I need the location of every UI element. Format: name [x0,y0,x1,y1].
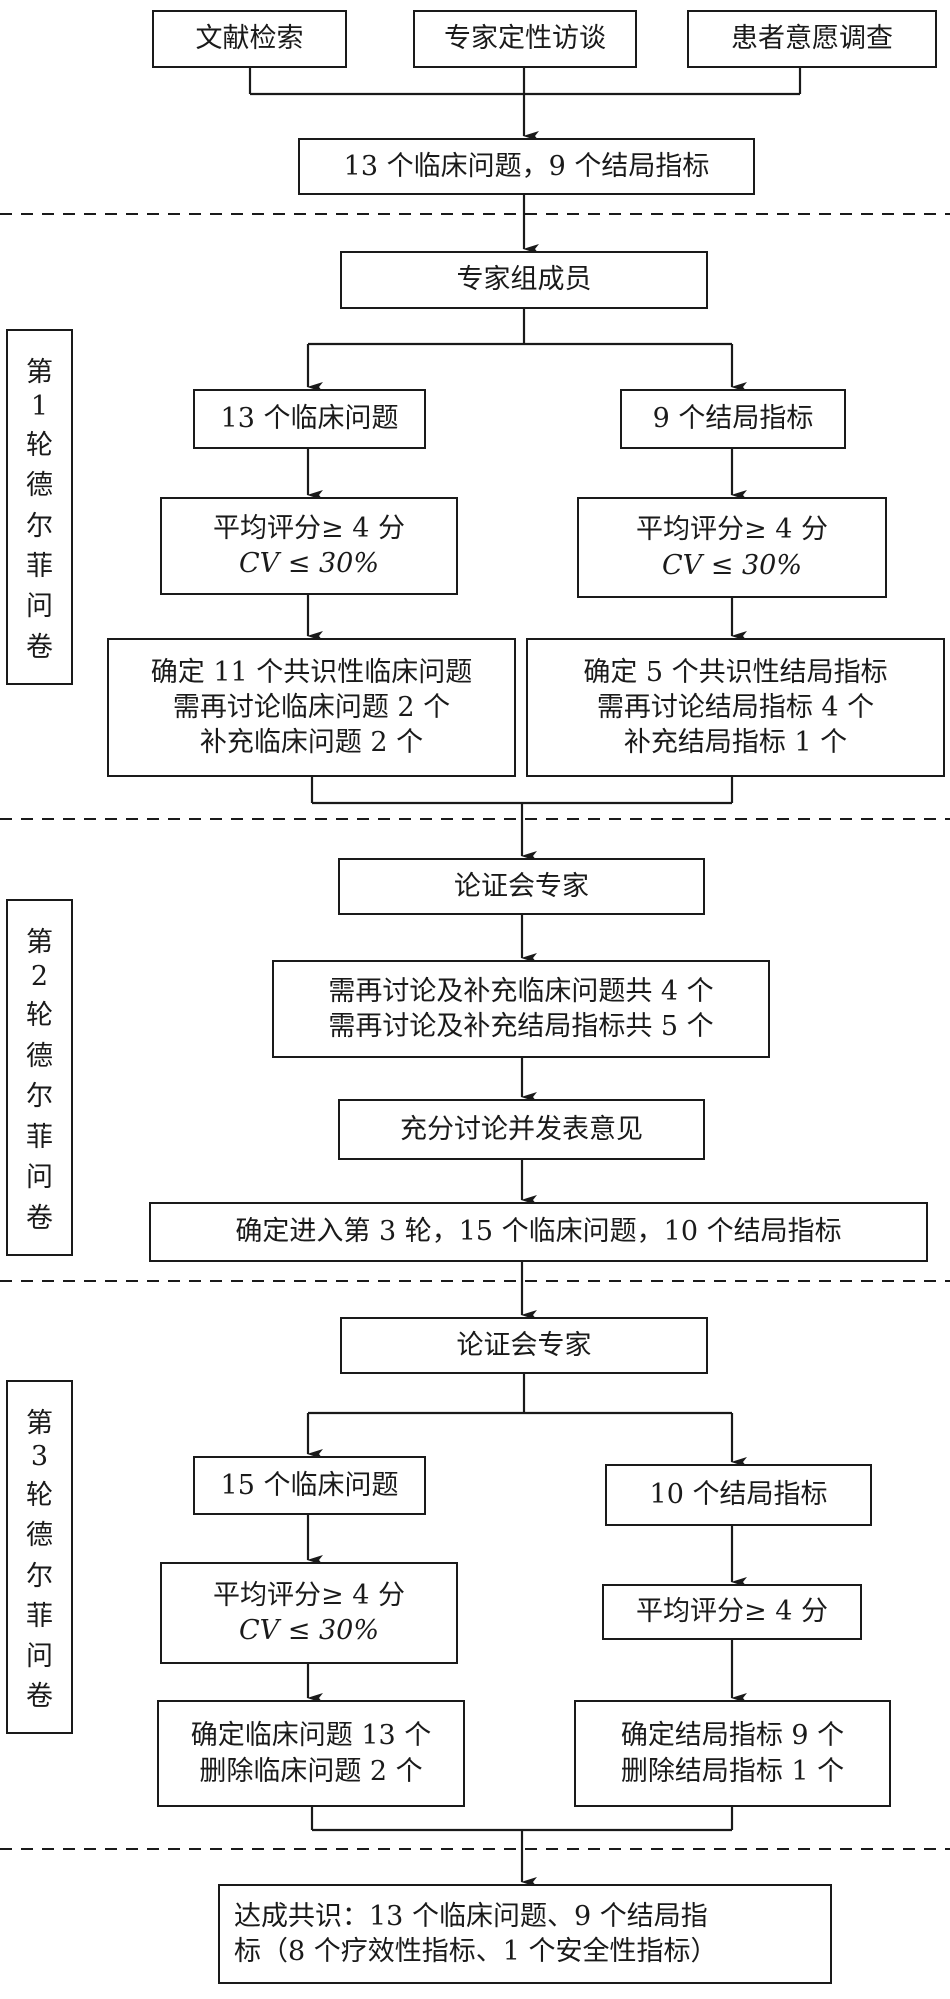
label-char: 轮 [26,1480,53,1512]
criteria-line: 平均评分≥ 4 分 [636,514,828,546]
round3-label: 第 3 轮 德 尔 菲 问 卷 [6,1380,73,1734]
round3-clinical-criteria-box: 平均评分≥ 4 分 CV ≤ 30% [160,1562,458,1664]
label-char: 3 [30,1441,49,1473]
round2-experts-box: 论证会专家 [338,858,705,915]
label-char: 轮 [26,429,53,461]
round3-outcome-items-box: 10 个结局指标 [605,1464,872,1526]
label-char: 菲 [26,550,53,582]
label-char: 第 [26,927,53,959]
round2-result-box: 确定进入第 3 轮，15 个临床问题，10 个结局指标 [149,1202,928,1262]
box-text: 专家组成员 [456,264,592,296]
source-patient-survey-box: 患者意愿调查 [687,10,937,68]
round1-clinical-criteria-box: 平均评分≥ 4 分 CV ≤ 30% [160,497,458,595]
label-char: 尔 [26,1081,53,1113]
box-text: 13 个临床问题 [220,403,399,435]
final-consensus-box: 达成共识：13 个临床问题、9 个结局指 标（8 个疗效性指标、1 个安全性指标… [218,1884,832,1984]
result-line: 确定临床问题 13 个 [190,1720,432,1752]
label-char: 轮 [26,1000,53,1032]
label-char: 问 [26,1162,53,1194]
box-text: 确定进入第 3 轮，15 个临床问题，10 个结局指标 [235,1216,842,1248]
box-text: 论证会专家 [454,870,589,902]
box-text: 9 个结局指标 [652,403,814,435]
label-char: 卷 [26,631,53,663]
round1-outcome-result-box: 确定 5 个共识性结局指标 需再讨论结局指标 4 个 补充结局指标 1 个 [526,638,945,777]
box-text: 13 个临床问题，9 个结局指标 [343,150,710,182]
final-line: 达成共识：13 个临床问题、9 个结局指 [234,1900,708,1932]
label-char: 菲 [26,1121,53,1153]
round3-experts-box: 论证会专家 [340,1317,708,1374]
box-text: 充分讨论并发表意见 [400,1113,643,1145]
round1-clinical-items-box: 13 个临床问题 [193,389,426,449]
label-char: 德 [26,470,53,502]
result-line: 确定 5 个共识性结局指标 [583,656,888,688]
round2-label: 第 2 轮 德 尔 菲 问 卷 [6,899,73,1256]
initial-pool-box: 13 个临床问题，9 个结局指标 [298,138,755,195]
round1-outcome-items-box: 9 个结局指标 [620,389,846,449]
round3-outcome-result-box: 确定结局指标 9 个 删除结局指标 1 个 [574,1700,891,1807]
label-char: 第 [26,1408,53,1440]
round3-clinical-result-box: 确定临床问题 13 个 删除临床问题 2 个 [157,1700,465,1807]
label-char: 第 [26,357,53,389]
round1-clinical-result-box: 确定 11 个共识性临床问题 需再讨论临床问题 2 个 补充临床问题 2 个 [107,638,516,777]
label-char: 2 [30,960,49,992]
source-literature-box: 文献检索 [152,10,347,68]
round2-pending-box: 需再讨论及补充临床问题共 4 个 需再讨论及补充结局指标共 5 个 [272,960,770,1058]
box-text: 论证会专家 [456,1329,592,1361]
label-char: 1 [30,390,49,422]
label-char: 尔 [26,1560,53,1592]
source-expert-interview-box: 专家定性访谈 [413,10,637,68]
label-char: 菲 [26,1600,53,1632]
round3-clinical-items-box: 15 个临床问题 [193,1456,426,1515]
final-line: 标（8 个疗效性指标、1 个安全性指标） [234,1936,718,1967]
criteria-line: 平均评分≥ 4 分 [213,1579,405,1611]
result-line: 确定结局指标 9 个 [620,1720,845,1752]
round1-outcome-criteria-box: 平均评分≥ 4 分 CV ≤ 30% [577,497,887,598]
result-line: 确定 11 个共识性临床问题 [150,656,473,688]
criteria-line: 平均评分≥ 4 分 [213,512,405,544]
box-text: 专家定性访谈 [444,23,606,55]
result-line: 需再讨论临床问题 2 个 [172,691,451,723]
pending-line: 需再讨论及补充临床问题共 4 个 [328,975,714,1007]
round2-discussion-box: 充分讨论并发表意见 [338,1099,705,1160]
box-text: 患者意愿调查 [731,23,893,55]
label-char: 问 [26,591,53,623]
label-char: 卷 [26,1680,53,1712]
box-text: 10 个结局指标 [649,1479,828,1511]
criteria-line: CV ≤ 30% [662,549,802,581]
round1-label: 第 1 轮 德 尔 菲 问 卷 [6,329,73,685]
round3-outcome-criteria-box: 平均评分≥ 4 分 [602,1584,862,1640]
result-line: 删除临床问题 2 个 [199,1755,423,1787]
result-line: 需再讨论结局指标 4 个 [596,691,875,723]
result-line: 补充结局指标 1 个 [623,727,848,759]
result-line: 删除结局指标 1 个 [620,1755,845,1787]
label-char: 尔 [26,510,53,542]
label-char: 德 [26,1520,53,1552]
criteria-line: CV ≤ 30% [239,548,379,579]
criteria-line: 平均评分≥ 4 分 [636,1596,828,1628]
label-char: 问 [26,1640,53,1672]
pending-line: 需再讨论及补充结局指标共 5 个 [328,1011,714,1042]
result-line: 补充临床问题 2 个 [199,727,424,759]
round1-experts-box: 专家组成员 [340,251,708,309]
label-char: 卷 [26,1202,53,1234]
box-text: 文献检索 [195,23,304,55]
box-text: 15 个临床问题 [220,1469,399,1501]
label-char: 德 [26,1040,53,1072]
criteria-line: CV ≤ 30% [239,1615,379,1646]
